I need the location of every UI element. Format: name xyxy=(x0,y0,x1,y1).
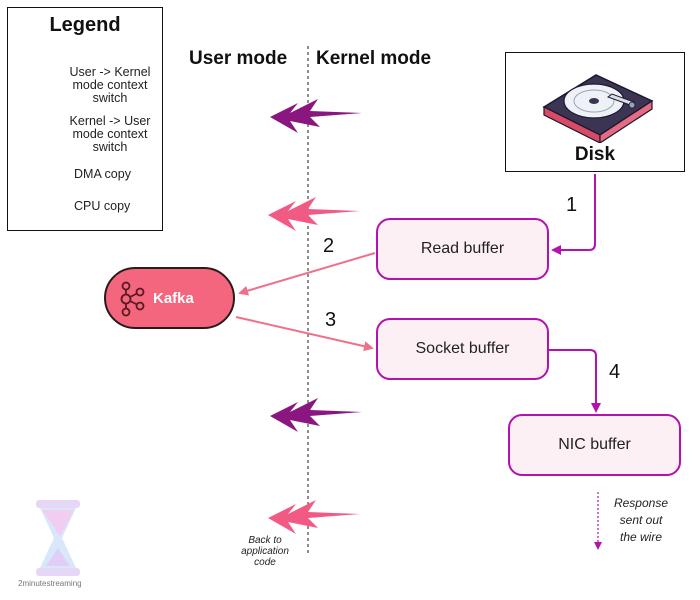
kafka-logo-icon xyxy=(120,281,145,317)
back-to-app-line-2: application xyxy=(241,546,289,557)
step-number-1: 1 xyxy=(566,194,578,216)
legend-user-to-kernel-line-3: switch xyxy=(92,91,128,105)
watermark-text: 2minutestreaming xyxy=(18,579,82,588)
legend-user-to-kernel-label: User -> Kernel mode context switch xyxy=(58,66,162,105)
legend-panel: Legend xyxy=(7,7,163,231)
step-number-4: 4 xyxy=(609,361,621,383)
legend-kernel-to-user-line-3: switch xyxy=(92,140,128,154)
nic-buffer-label: NIC buffer xyxy=(558,436,631,453)
response-line-1: Response xyxy=(613,496,669,510)
disk-label: Disk xyxy=(574,144,616,165)
user-mode-label: User mode xyxy=(189,48,288,69)
response-line-2: sent out xyxy=(619,513,663,527)
hard-drive-icon xyxy=(542,74,654,143)
kernel-mode-label: Kernel mode xyxy=(316,48,432,69)
legend-user-to-kernel-line-2: mode context xyxy=(72,78,148,92)
back-to-app-line-1: Back to xyxy=(248,535,282,546)
legend-title: Legend xyxy=(49,14,121,36)
read-buffer-node: Read buffer xyxy=(376,218,549,280)
disk-node: Disk xyxy=(505,52,685,172)
context-switch-user-to-kernel-bolt-1 xyxy=(270,99,362,133)
socket-buffer-node: Socket buffer xyxy=(376,318,549,380)
cpu-copy-arrow-kafka-to-socket-buffer xyxy=(235,316,374,352)
back-to-application-note: Back to application code xyxy=(232,535,298,568)
legend-kernel-to-user-line-2: mode context xyxy=(72,127,148,141)
nic-buffer-node: NIC buffer xyxy=(508,414,681,476)
socket-buffer-label: Socket buffer xyxy=(415,340,510,357)
step-number-3: 3 xyxy=(325,309,337,331)
dma-copy-arrow-disk-to-read-buffer xyxy=(551,174,596,255)
kafka-node: Kafka xyxy=(104,267,235,329)
back-to-app-line-3: code xyxy=(254,557,276,568)
context-switch-kernel-to-user-bolt-1 xyxy=(268,197,360,231)
watermark-logo-icon xyxy=(36,500,80,576)
legend-kernel-to-user-label: Kernel -> User mode context switch xyxy=(58,115,162,154)
legend-user-to-kernel-line-1: User -> Kernel xyxy=(69,65,151,79)
dma-copy-arrow-socket-to-nic-buffer xyxy=(548,349,601,413)
kafka-label: Kafka xyxy=(153,290,194,307)
response-sent-note: Response sent out the wire xyxy=(604,495,678,546)
read-buffer-label: Read buffer xyxy=(420,240,505,257)
cpu-copy-arrow-read-buffer-to-kafka xyxy=(238,252,376,296)
step-number-2: 2 xyxy=(323,235,335,257)
legend-cpu-copy-label: CPU copy xyxy=(74,199,131,213)
legend-dma-copy-label: DMA copy xyxy=(74,167,131,181)
response-line-3: the wire xyxy=(619,530,663,544)
context-switch-user-to-kernel-bolt-2 xyxy=(270,398,362,432)
legend-kernel-to-user-line-1: Kernel -> User xyxy=(69,114,151,128)
context-switch-kernel-to-user-bolt-2 xyxy=(268,500,360,534)
